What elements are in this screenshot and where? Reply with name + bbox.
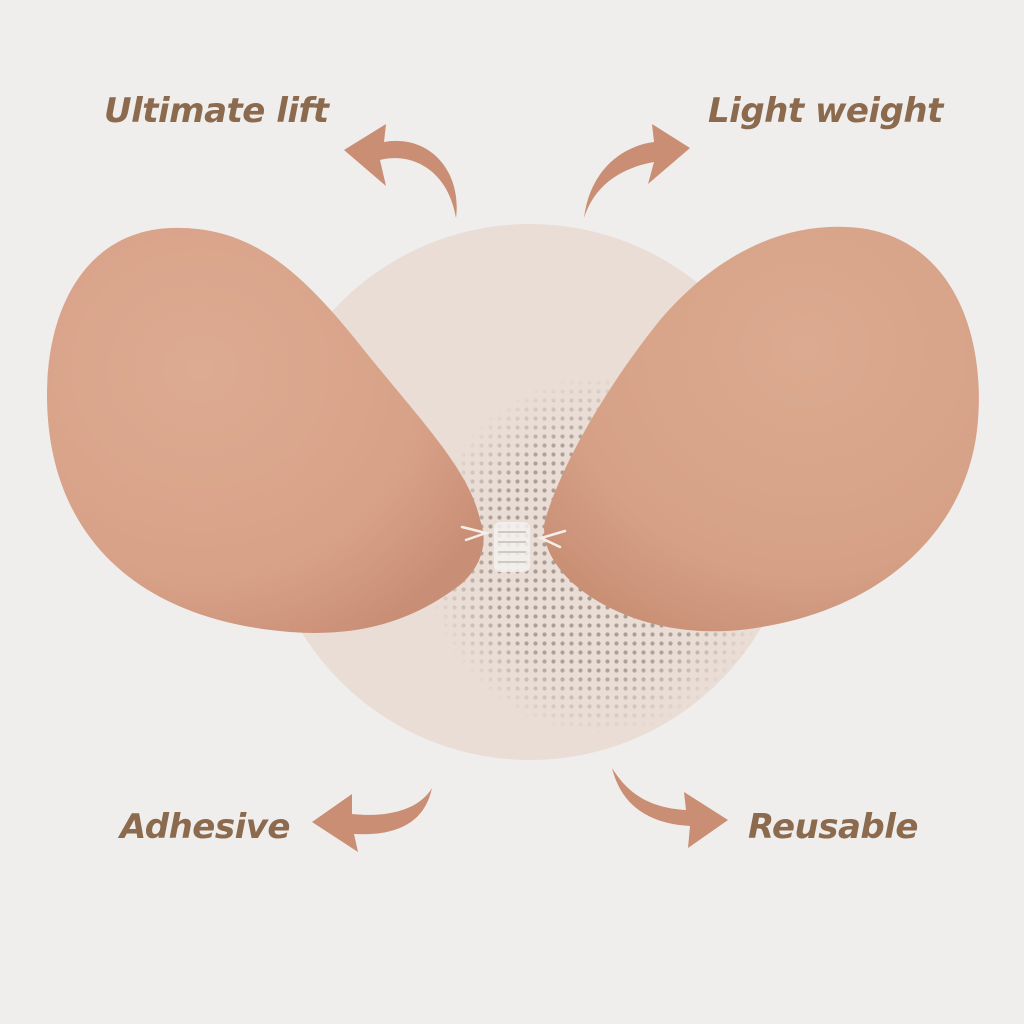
front-clasp: [460, 522, 567, 572]
curved-arrow-icon: [312, 788, 432, 852]
feature-label-ultimate-lift: Ultimate lift: [104, 91, 329, 131]
feature-label-adhesive: Adhesive: [120, 807, 290, 847]
left-cup: [47, 227, 484, 633]
curved-arrow-icon: [612, 768, 728, 848]
curved-arrow-icon: [344, 124, 457, 218]
right-cup: [544, 226, 979, 632]
curved-arrow-icon: [584, 124, 690, 218]
feature-label-light-weight: Light weight: [708, 91, 943, 131]
feature-label-reusable: Reusable: [748, 807, 918, 847]
